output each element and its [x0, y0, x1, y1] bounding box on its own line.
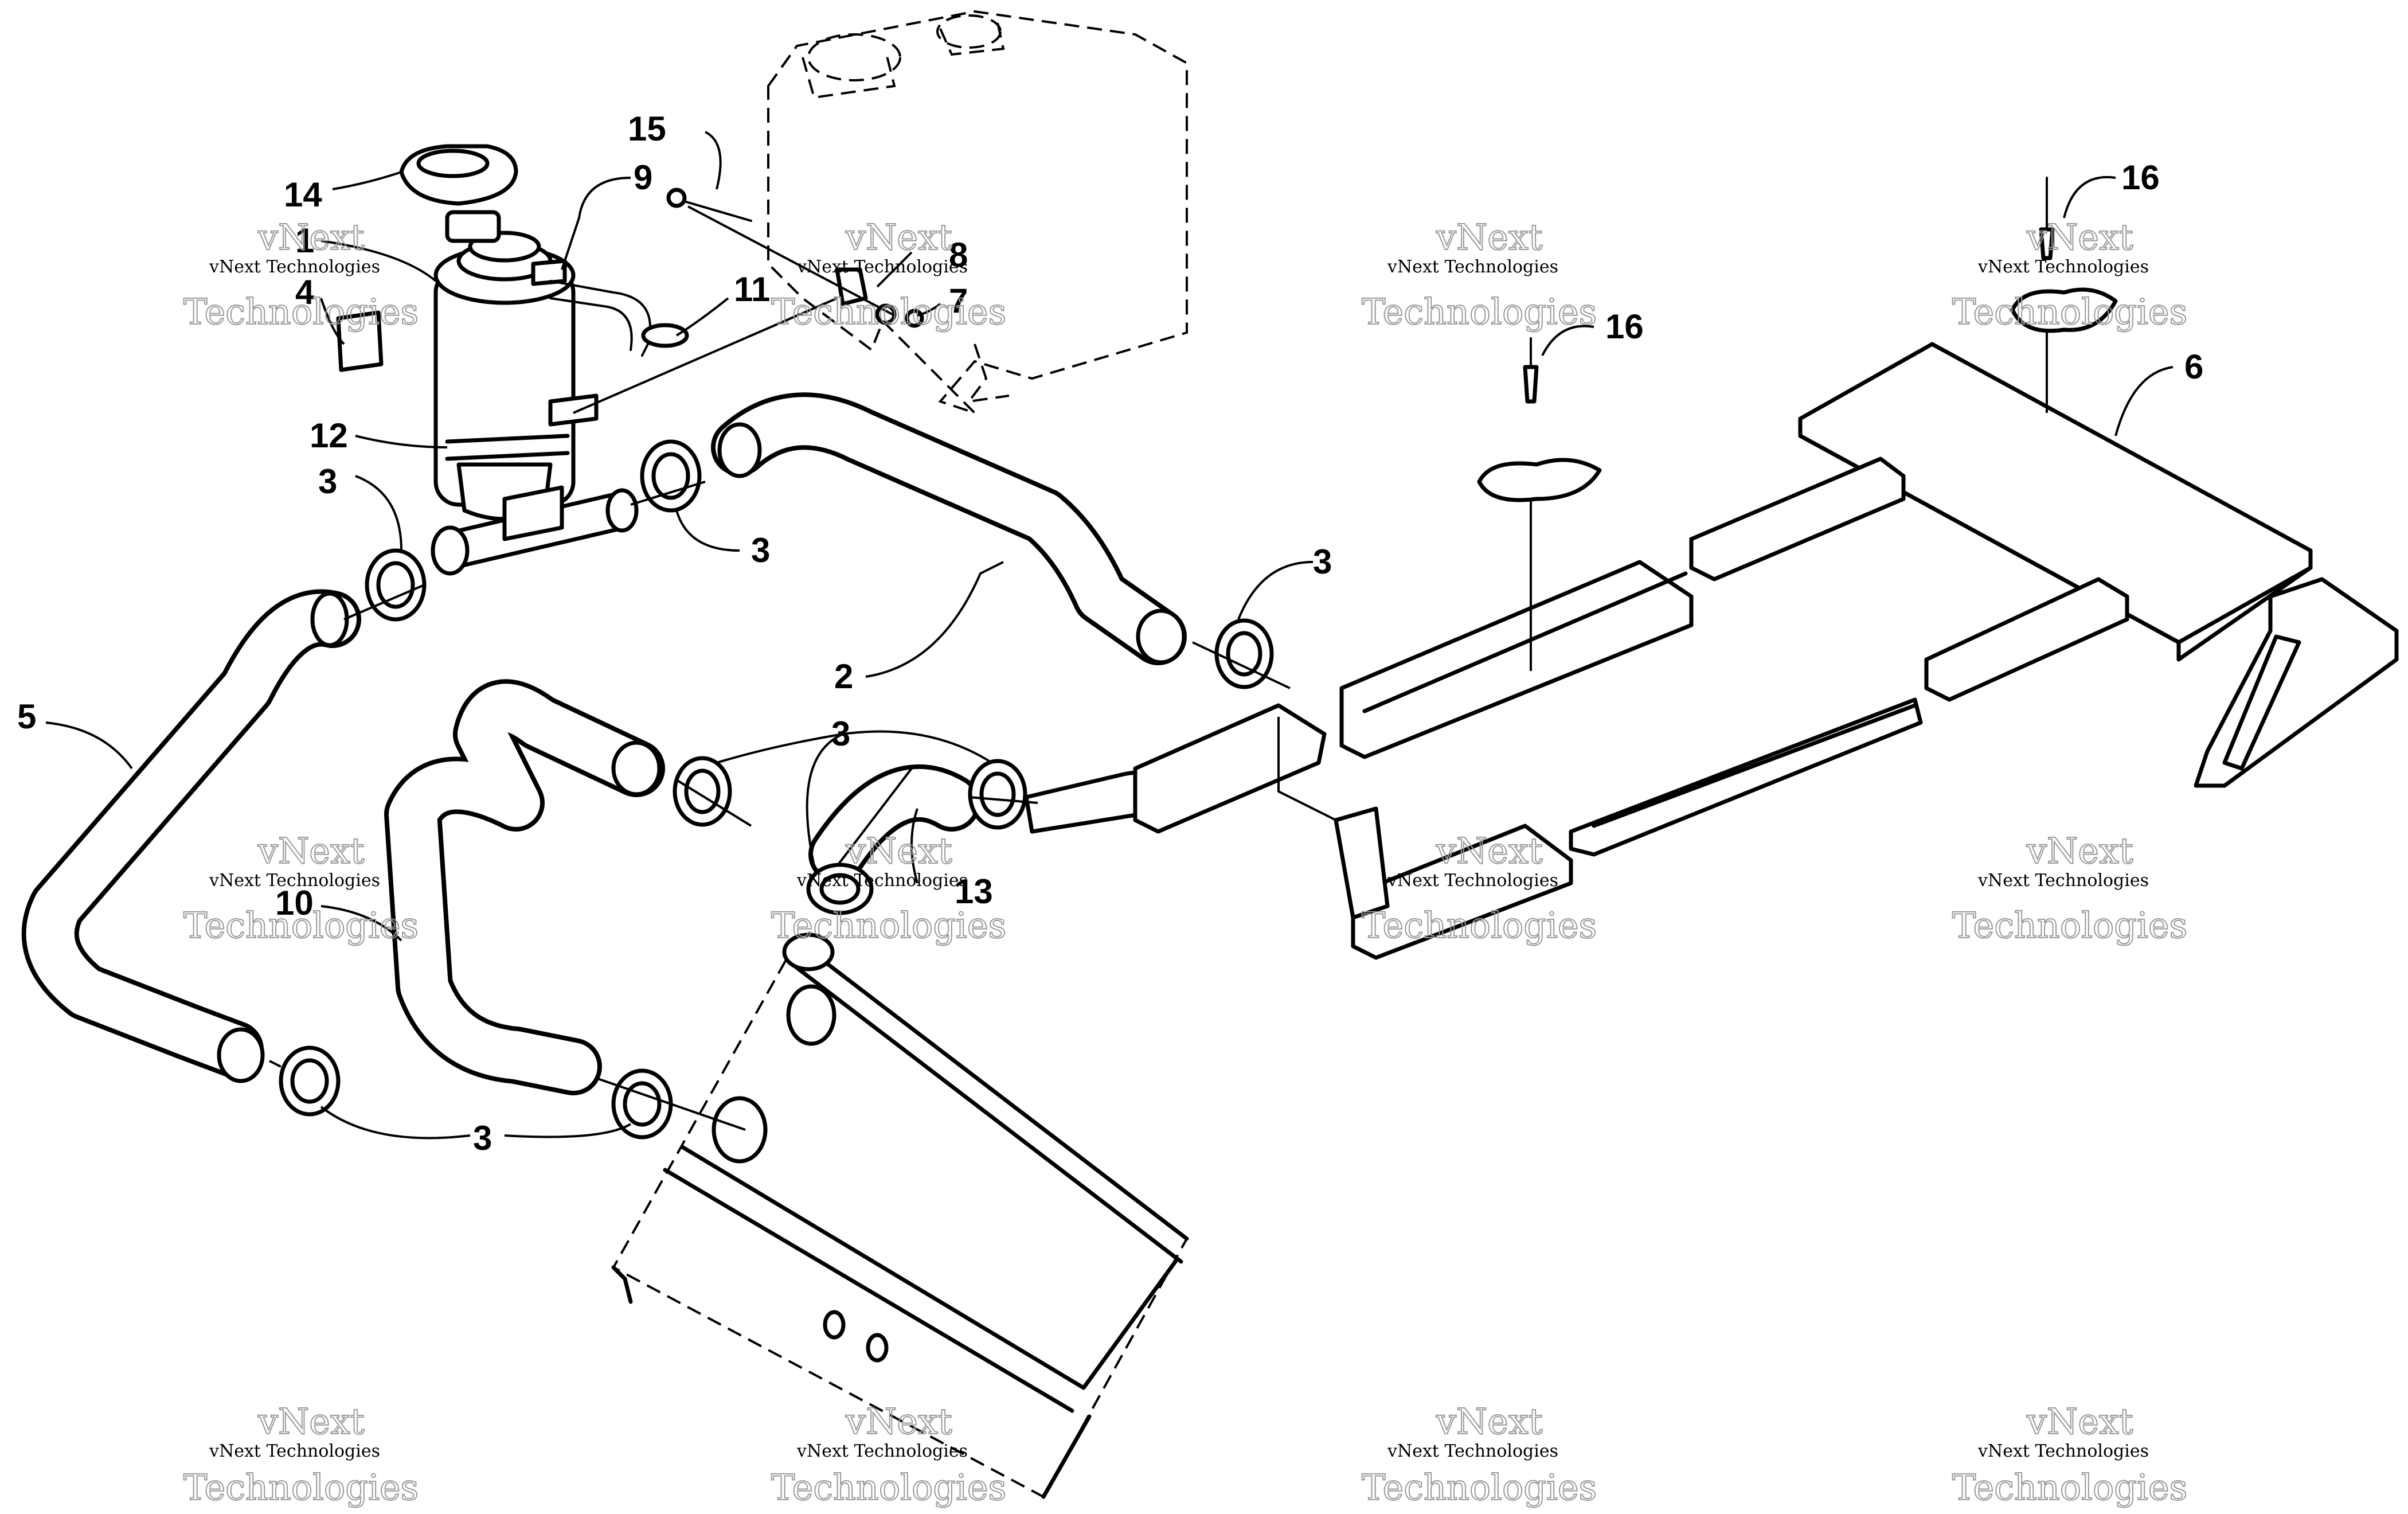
- svg-text:vNext Technologies: vNext Technologies: [209, 257, 380, 277]
- svg-text:Technologies: Technologies: [771, 1466, 1006, 1508]
- watermark-tile: vNext Technologies vNext Technologies: [183, 1400, 419, 1509]
- svg-text:vNext: vNext: [257, 830, 365, 872]
- watermark-tile: vNext Technologies vNext Technologies: [1361, 829, 1597, 947]
- callout-13: 13: [955, 872, 993, 911]
- watermark-tile: vNext Technologies vNext Technologies: [1952, 829, 2188, 947]
- svg-text:vNext Technologies: vNext Technologies: [1387, 257, 1558, 277]
- callout-5: 5: [17, 697, 36, 736]
- watermark-tile: vNext Technologies vNext Technologies: [1952, 216, 2188, 333]
- callout-7: 7: [949, 282, 968, 320]
- svg-text:vNext: vNext: [257, 216, 365, 258]
- tunnel-heat-exchanger: [1133, 342, 2399, 960]
- svg-text:vNext: vNext: [1436, 1400, 1543, 1442]
- callout-3: 3: [831, 715, 850, 753]
- svg-text:vNext: vNext: [845, 1400, 952, 1442]
- svg-text:vNext: vNext: [1436, 216, 1543, 258]
- watermark-tile: vNext Technologies vNext Technologies: [771, 1400, 1007, 1509]
- svg-text:vNext Technologies: vNext Technologies: [209, 1441, 380, 1461]
- svg-text:vNext Technologies: vNext Technologies: [209, 871, 380, 891]
- warning-label-decal: [336, 310, 384, 372]
- hose-5: [21, 589, 361, 1083]
- callout-9: 9: [634, 158, 652, 197]
- callout-3: 3: [751, 531, 770, 569]
- svg-text:Technologies: Technologies: [1952, 291, 2187, 333]
- filler-neck-assembly: [433, 231, 599, 521]
- callout-leaders: [45, 131, 2174, 1140]
- callout-11: 11: [734, 270, 770, 309]
- hose-13: [808, 764, 980, 883]
- callout-3: 3: [473, 1119, 492, 1157]
- watermark-tile: vNext Technologies vNext Technologies: [1361, 1400, 1597, 1509]
- svg-text:Technologies: Technologies: [771, 904, 1006, 946]
- callout-15: 15: [628, 110, 666, 148]
- rivets-and-pads: [1477, 177, 2118, 671]
- callout-3: 3: [1313, 543, 1332, 581]
- coolant-reservoir-tank: [767, 10, 1188, 414]
- callout-16: 16: [2121, 158, 2160, 197]
- hose-10: [384, 679, 665, 1095]
- svg-text:vNext: vNext: [845, 216, 952, 258]
- svg-text:vNext: vNext: [2026, 1400, 2133, 1442]
- callout-numbers: 1 2 3 3 3 3 3 4 5 6 7 8 9 10 11 12 13 14…: [17, 110, 2203, 1157]
- svg-text:Technologies: Technologies: [1952, 904, 2187, 946]
- svg-text:Technologies: Technologies: [1952, 1466, 2187, 1508]
- assembly-lines: [269, 205, 1291, 1131]
- svg-text:Technologies: Technologies: [183, 291, 419, 333]
- tee-fitting: [431, 485, 639, 576]
- svg-text:vNext: vNext: [2026, 216, 2133, 258]
- callout-16: 16: [1605, 307, 1644, 346]
- hose-clamps: [279, 439, 1274, 1140]
- callout-12: 12: [310, 416, 348, 455]
- svg-text:vNext Technologies: vNext Technologies: [1977, 871, 2149, 891]
- svg-text:Technologies: Technologies: [1362, 904, 1597, 946]
- callout-1: 1: [295, 221, 314, 260]
- callout-6: 6: [2184, 348, 2203, 386]
- callout-4: 4: [295, 273, 315, 311]
- callout-2: 2: [834, 657, 853, 696]
- watermark-tile: vNext Technologies vNext Technologies: [1952, 1400, 2188, 1509]
- svg-text:vNext Technologies: vNext Technologies: [1977, 257, 2149, 277]
- svg-text:vNext Technologies: vNext Technologies: [1387, 1441, 1558, 1461]
- callout-10: 10: [275, 884, 314, 922]
- svg-text:vNext: vNext: [2026, 830, 2133, 872]
- hose-2: [711, 392, 1187, 665]
- heat-exchanger-radiator: [611, 932, 1189, 1499]
- svg-text:vNext Technologies: vNext Technologies: [796, 871, 968, 891]
- watermark-tile: vNext Technologies vNext Technologies: [1361, 216, 1597, 333]
- callout-14: 14: [284, 175, 322, 214]
- svg-text:vNext Technologies: vNext Technologies: [1387, 871, 1558, 891]
- svg-text:Technologies: Technologies: [1362, 291, 1597, 333]
- svg-text:Technologies: Technologies: [1362, 1466, 1597, 1508]
- svg-text:vNext: vNext: [1436, 830, 1543, 872]
- watermark-tile: vNext Technologies vNext Technologies: [771, 216, 1007, 333]
- svg-text:vNext Technologies: vNext Technologies: [1977, 1441, 2149, 1461]
- watermark-tile: vNext Technologies vNext Technologies: [183, 216, 419, 333]
- svg-text:vNext Technologies: vNext Technologies: [796, 1441, 968, 1461]
- callout-3: 3: [318, 462, 337, 501]
- svg-text:Technologies: Technologies: [183, 1466, 419, 1508]
- bolt: [681, 200, 752, 222]
- svg-text:vNext Technologies: vNext Technologies: [796, 257, 968, 277]
- watermark-tile: vNext Technologies vNext Technologies: [771, 829, 1007, 947]
- svg-text:vNext: vNext: [257, 1400, 365, 1442]
- svg-text:vNext: vNext: [845, 830, 952, 872]
- svg-text:Technologies: Technologies: [183, 904, 419, 946]
- watermark: vNext Technologies vNext Technologies vN…: [183, 216, 2188, 1509]
- watermark-tile: vNext Technologies vNext Technologies: [183, 829, 419, 947]
- callout-8: 8: [949, 236, 968, 274]
- radiator-cap: [399, 144, 518, 243]
- svg-text:Technologies: Technologies: [771, 291, 1006, 333]
- hose-clamp-small: [641, 323, 689, 348]
